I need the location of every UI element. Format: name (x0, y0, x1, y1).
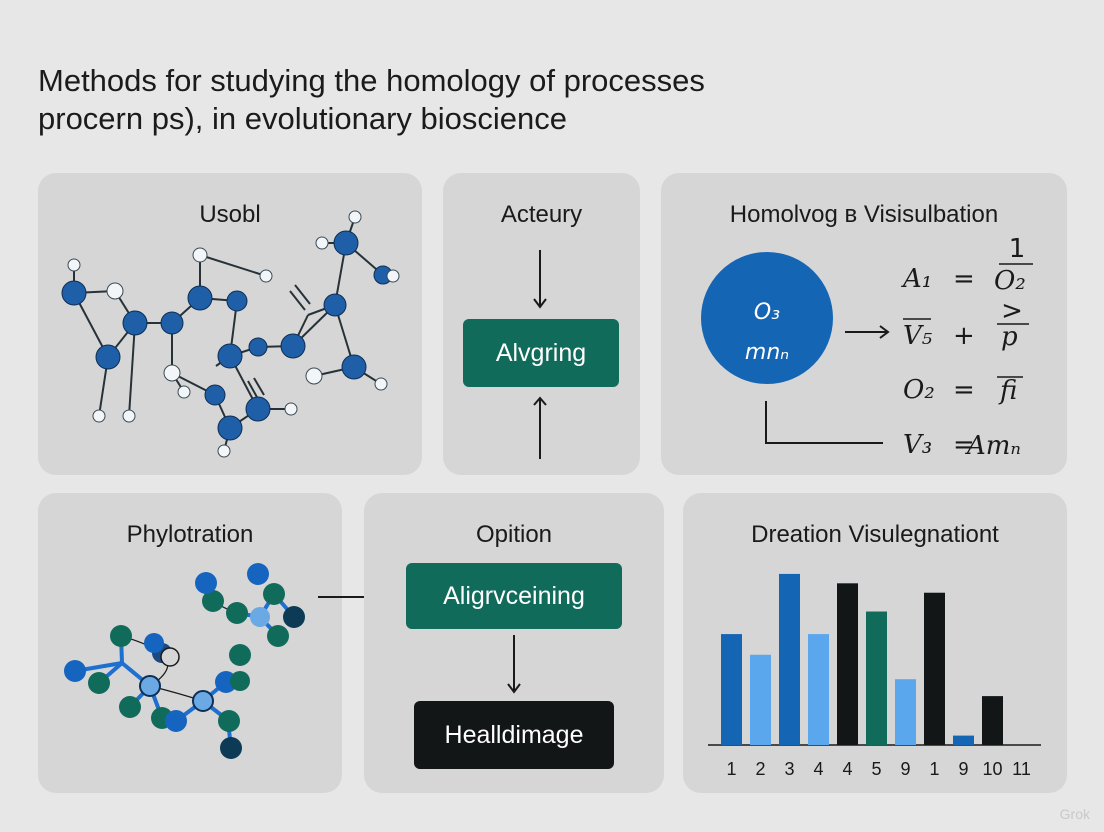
circle-label-1: O₃ (754, 300, 780, 325)
title-line-2: procern ps), in evolutionary bioscience (38, 101, 567, 136)
option-box-aligner[interactable]: Aligrvceining (406, 563, 622, 629)
eq4-lhs: V₃ (903, 430, 932, 460)
x-tick-label-1: 1 (726, 759, 736, 779)
x-tick-label-3: 3 (784, 759, 794, 779)
bar-3 (779, 573, 800, 745)
x-tick-label-2: 2 (755, 759, 765, 779)
eq2-op: + (953, 321, 975, 351)
x-tick-label-5: 4 (842, 759, 852, 779)
x-tick-label-7: 9 (900, 759, 910, 779)
homology-connector (765, 401, 883, 444)
chart-title: Dreation Visulegnationt (751, 521, 999, 548)
title-line-1: Methods for studying the homology of pro… (38, 63, 705, 98)
eq2-over: > (1001, 296, 1023, 326)
option-box-image[interactable]: Healldimage (414, 701, 614, 769)
eq3-lhs: O₂ (903, 375, 935, 405)
eq3-op: = (953, 375, 975, 405)
eq1-lhs: A₁ (901, 264, 932, 294)
bar-4 (808, 634, 829, 745)
panel-molecule: Usobl (38, 173, 422, 475)
bar-5 (837, 583, 858, 745)
panel-alignment: Acteury Alvgring (443, 173, 640, 475)
watermark-text: Grok (1059, 806, 1090, 822)
panel-alignment-title: Acteury (500, 201, 583, 228)
eq2-rhs: p (1001, 322, 1018, 352)
x-tick-label-4: 4 (813, 759, 823, 779)
x-tick-label-6: 5 (871, 759, 881, 779)
option-arrow (507, 635, 521, 694)
bar-9 (953, 735, 974, 745)
bar-8 (924, 592, 945, 745)
panel-homology-title: Homolvog ʙ Visisulbation (729, 201, 999, 228)
panel-option: Opition Aligrvceining Healldimage (364, 493, 664, 793)
bar-10 (982, 696, 1003, 745)
eq1-rhs: O₂ (994, 266, 1026, 296)
eq4-rhs: Amₙ (965, 431, 1021, 461)
eq3-rhs: fi (998, 376, 1017, 406)
bar-7 (895, 679, 916, 745)
page-title: Methods for studying the homology of pro… (38, 62, 938, 138)
bar-2 (750, 654, 771, 745)
eq1-over: 1 (1009, 234, 1026, 264)
circle-label-2: mnₙ (745, 340, 789, 365)
panel-molecule-title: Usobl (199, 201, 261, 228)
phylo-network (64, 563, 305, 759)
alignment-box[interactable]: Alvgring (463, 319, 619, 387)
panel-option-title: Opition (475, 521, 553, 548)
eq2-lhs: V₅ (903, 321, 933, 351)
bar-6 (866, 611, 887, 745)
homology-circle (701, 252, 833, 384)
molecule-diagram (61, 210, 400, 458)
x-tick-label-10: 10 (982, 759, 1002, 779)
eq4-op: = (953, 430, 975, 460)
panel-homology: Homolvog ʙ Visisulbation O₃ mnₙ A₁ = 1 O… (661, 173, 1067, 475)
panel-phylo: Phylotration (38, 493, 342, 793)
x-tick-label-11: 11 (1012, 759, 1031, 779)
x-tick-label-9: 9 (958, 759, 968, 779)
x-tick-label-8: 1 (929, 759, 939, 779)
eq1-op: = (953, 264, 975, 294)
bar-1 (721, 634, 742, 745)
alignment-arrows (533, 250, 547, 459)
panel-phylo-title: Phylotration (126, 521, 254, 548)
homology-diagram: O₃ mnₙ A₁ = 1 O₂ V₅ + > p O₂ = fi V₃ = A… (701, 234, 1033, 461)
